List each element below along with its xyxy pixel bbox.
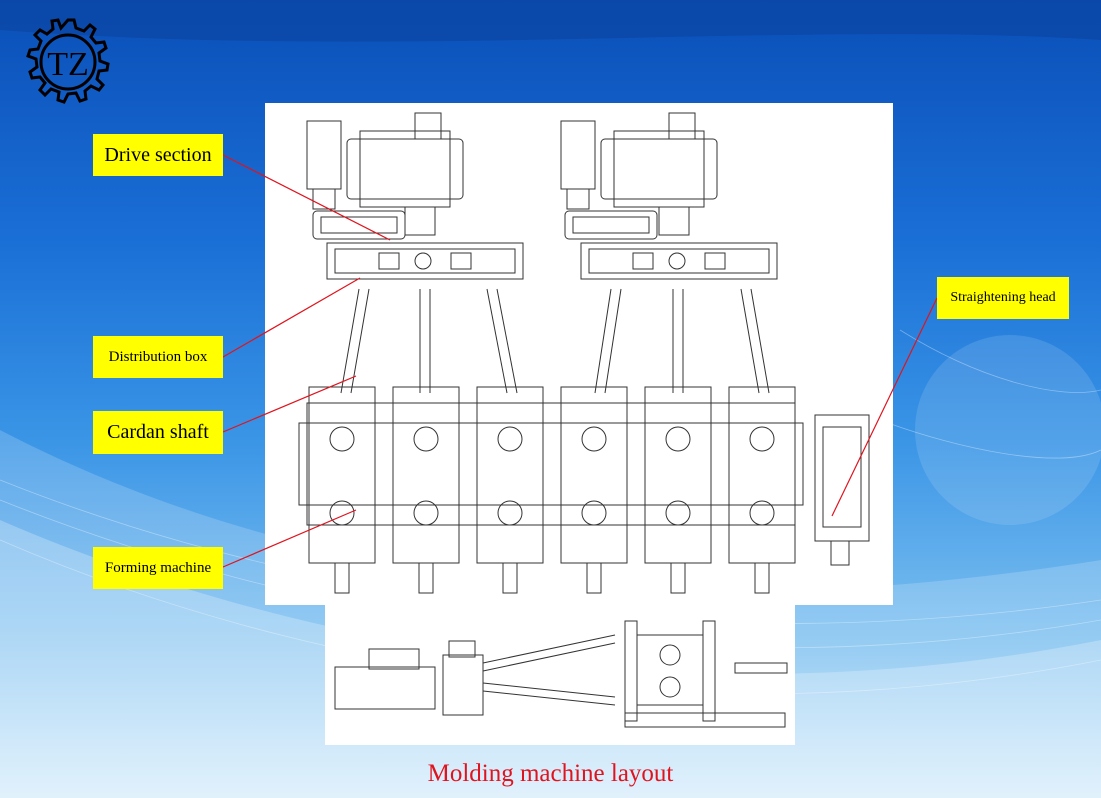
logo-text: TZ (47, 46, 89, 83)
figure-caption: Molding machine layout (427, 760, 674, 787)
top-view-drawing (265, 103, 893, 605)
label-drive-section: Drive section (93, 134, 223, 176)
side-view-drawing (325, 605, 795, 745)
top-view-schematic (298, 112, 870, 594)
tz-gear-logo: TZ (26, 18, 110, 104)
label-cardan-shaft: Cardan shaft (93, 411, 223, 454)
label-distribution-box: Distribution box (93, 336, 223, 378)
side-view-schematic (334, 620, 788, 728)
label-forming-machine: Forming machine (93, 547, 223, 589)
label-straightening-head: Straightening head (937, 277, 1069, 319)
